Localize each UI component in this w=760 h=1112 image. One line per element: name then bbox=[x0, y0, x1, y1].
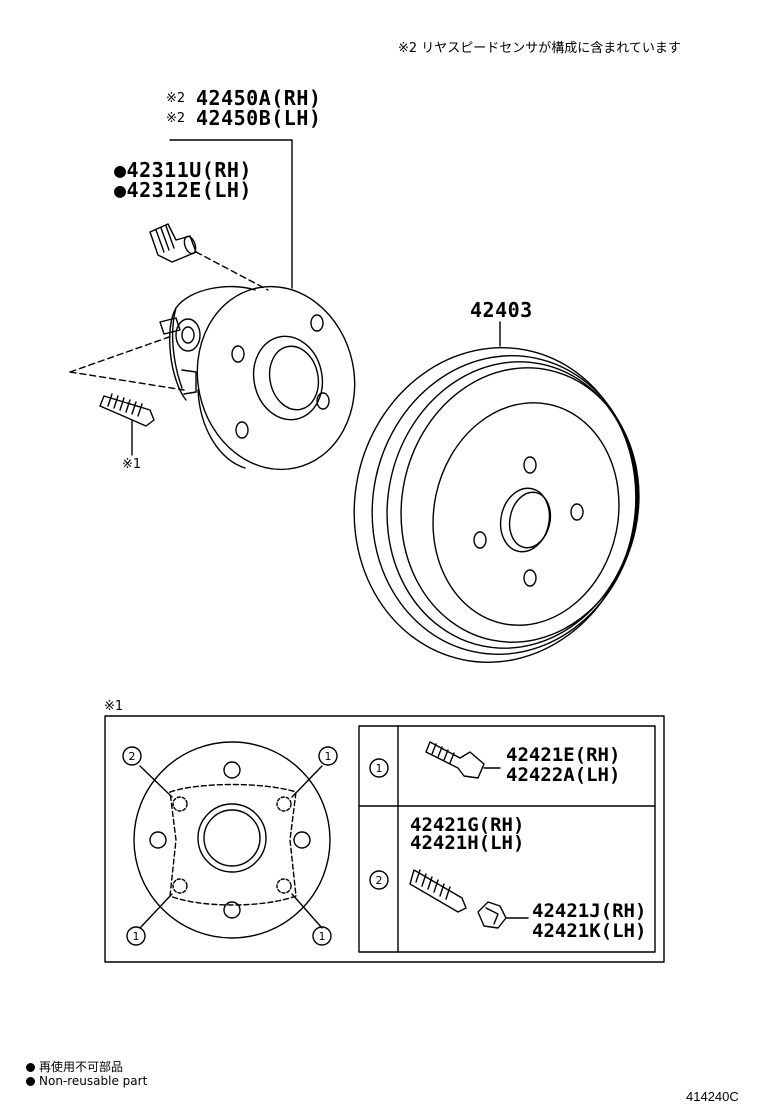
legend-label-en: Non-reusable part bbox=[39, 1074, 148, 1088]
hub-assy-part-lh: 42450B(LH) bbox=[196, 106, 322, 130]
hub-assy-illustration bbox=[159, 285, 356, 471]
row1-part-rh: 42421E(RH) bbox=[506, 744, 621, 766]
hub-assy-part-rh: 42450A(RH) bbox=[196, 86, 322, 110]
row2-nut-part-lh: 42421K(LH) bbox=[532, 920, 647, 942]
detail-table bbox=[358, 725, 656, 953]
hub-bolt-illustration bbox=[149, 223, 197, 263]
stud-illustration bbox=[99, 393, 155, 456]
row2-stud-part-rh: 42421G(RH) bbox=[410, 814, 525, 836]
legend-label-ja: 再使用不可部品 bbox=[39, 1060, 124, 1074]
callout-1-bottomright: 1 bbox=[319, 930, 326, 943]
detail-frame bbox=[104, 715, 665, 963]
filled-circle-icon bbox=[26, 1063, 35, 1072]
row2-nut-part-rh: 42421J(RH) bbox=[532, 900, 647, 922]
drum-part-number: 42403 bbox=[470, 298, 533, 322]
legend-item-ja: 再使用不可部品 bbox=[26, 1058, 147, 1074]
hub-assy-mark-1: ※2 bbox=[166, 91, 186, 106]
stud-reference: ※1 bbox=[122, 457, 142, 472]
brake-drum-illustration bbox=[353, 321, 640, 663]
legend: 再使用不可部品 Non-reusable part bbox=[26, 1058, 147, 1090]
filled-circle-icon bbox=[26, 1077, 35, 1086]
top-note: ※2 リヤスピードセンサが構成に含まれています bbox=[398, 41, 681, 56]
row1-key: 1 bbox=[376, 762, 383, 775]
callout-1-topright: 1 bbox=[325, 750, 332, 763]
hub-assy-mark-2: ※2 bbox=[166, 111, 186, 126]
callout-1-bottomleft: 1 bbox=[133, 930, 140, 943]
row1-bolt-illustration bbox=[369, 741, 501, 779]
row1-part-lh: 42422A(LH) bbox=[506, 764, 621, 786]
row2-stud-nut-illustration bbox=[369, 869, 529, 929]
detail-hub-face bbox=[122, 741, 338, 946]
hub-bolt-part-lh: ●42312E(LH) bbox=[114, 178, 252, 202]
figure-code: 414240C bbox=[686, 1089, 739, 1104]
row2-stud-part-lh: 42421H(LH) bbox=[410, 832, 525, 854]
dashed-bolt-to-hub bbox=[195, 251, 269, 291]
dashed-stud-to-hub bbox=[69, 335, 185, 391]
detail-mark: ※1 bbox=[104, 699, 124, 714]
hub-bolt-part-rh: ●42311U(RH) bbox=[114, 158, 252, 182]
legend-item-en: Non-reusable part bbox=[26, 1074, 147, 1090]
callout-2-topleft: 2 bbox=[129, 750, 136, 763]
row2-key: 2 bbox=[376, 874, 383, 887]
leader-hub-assy bbox=[169, 139, 293, 289]
